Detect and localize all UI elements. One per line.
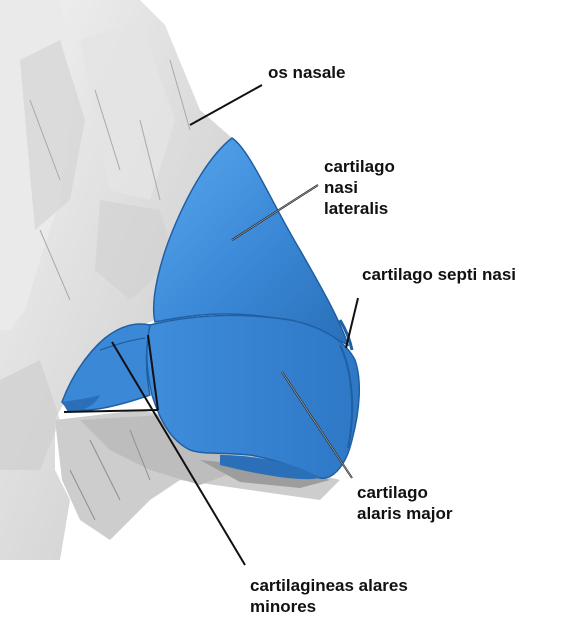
label-cartilago-septi-nasi: cartilago septi nasi — [362, 264, 516, 285]
label-alaris-major-line-1: cartilago — [357, 482, 452, 503]
label-minores-line-2: minores — [250, 596, 408, 617]
label-minores-line-1: cartilagineas alares — [250, 575, 408, 596]
label-alaris-major-line-2: alaris major — [357, 503, 452, 524]
label-lateralis-line-1: cartilago — [324, 156, 395, 177]
label-septi-line-1: cartilago septi nasi — [362, 264, 516, 285]
label-os-nasale: os nasale — [268, 62, 346, 83]
leader-line-os-nasale — [190, 85, 262, 125]
label-os-nasale-line-1: os nasale — [268, 62, 346, 83]
label-cartilagineas-alares-minores: cartilagineas alares minores — [250, 575, 408, 617]
leader-line-septi — [346, 298, 358, 348]
label-cartilago-nasi-lateralis: cartilago nasi lateralis — [324, 156, 395, 219]
label-lateralis-line-3: lateralis — [324, 198, 395, 219]
label-lateralis-line-2: nasi — [324, 177, 395, 198]
label-cartilago-alaris-major: cartilago alaris major — [357, 482, 452, 524]
